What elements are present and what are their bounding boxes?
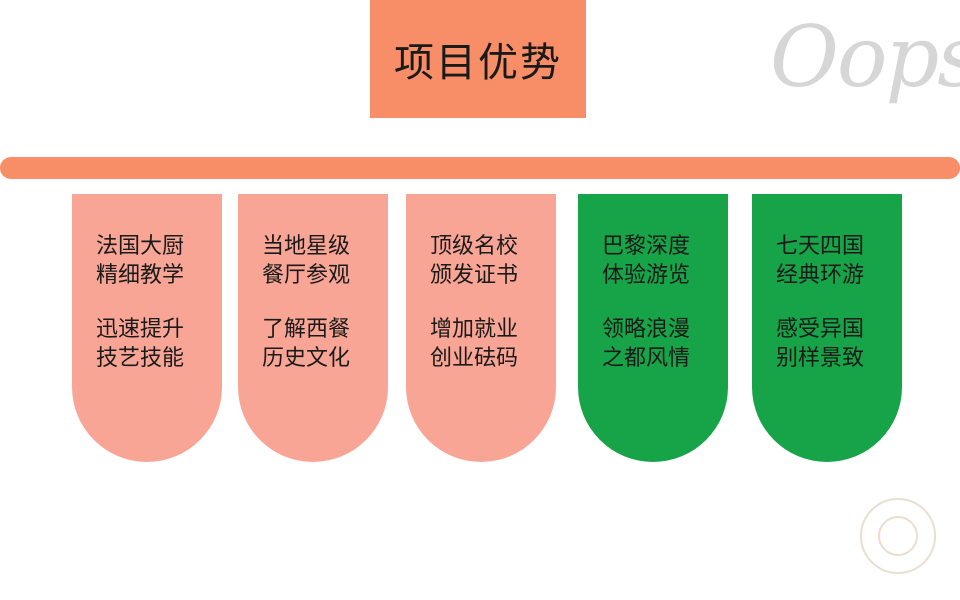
card-line: 体验游览 [602,263,691,288]
card-line: 当地星级 [262,234,351,259]
card-4: 巴黎深度 体验游览 领略浪漫 之都风情 [578,194,728,462]
card-paragraph: 顶级名校 颁发证书 [430,232,556,290]
card-line: 之都风情 [602,346,691,371]
card-line: 巴黎深度 [602,234,691,259]
card-paragraph: 法国大厨 精细教学 [96,232,222,290]
card-line: 创业砝码 [430,346,519,371]
card-line: 精细教学 [96,263,185,288]
card-5: 七天四国 经典环游 感受异国 别样景致 [752,194,902,462]
card-line: 别样景致 [776,346,865,371]
card-line: 了解西餐 [262,317,351,342]
horizontal-bar [0,157,960,179]
watermark-logo: Oops [770,8,960,106]
title-box: 项目优势 [370,0,586,118]
card-line: 技艺技能 [96,346,185,371]
card-paragraph: 迅速提升 技艺技能 [96,315,222,373]
card-line: 顶级名校 [430,234,519,259]
card-paragraph: 领略浪漫 之都风情 [602,315,728,373]
card-paragraph: 了解西餐 历史文化 [262,315,388,373]
card-line: 增加就业 [430,317,519,342]
page-title: 项目优势 [394,40,562,86]
card-paragraph: 当地星级 餐厅参观 [262,232,388,290]
card-paragraph: 七天四国 经典环游 [776,232,902,290]
card-paragraph: 巴黎深度 体验游览 [602,232,728,290]
card-2: 当地星级 餐厅参观 了解西餐 历史文化 [238,194,388,462]
card-line: 历史文化 [262,346,351,371]
card-line: 领略浪漫 [602,317,691,342]
card-line: 迅速提升 [96,317,185,342]
card-line: 颁发证书 [430,263,519,288]
card-paragraph: 感受异国 别样景致 [776,315,902,373]
card-line: 七天四国 [776,234,865,259]
card-paragraph: 增加就业 创业砝码 [430,315,556,373]
card-line: 法国大厨 [96,234,185,259]
card-3: 顶级名校 颁发证书 增加就业 创业砝码 [406,194,556,462]
card-1: 法国大厨 精细教学 迅速提升 技艺技能 [72,194,222,462]
card-line: 餐厅参观 [262,263,351,288]
decorative-seal-icon [860,498,936,574]
card-line: 经典环游 [776,263,865,288]
card-line: 感受异国 [776,317,865,342]
